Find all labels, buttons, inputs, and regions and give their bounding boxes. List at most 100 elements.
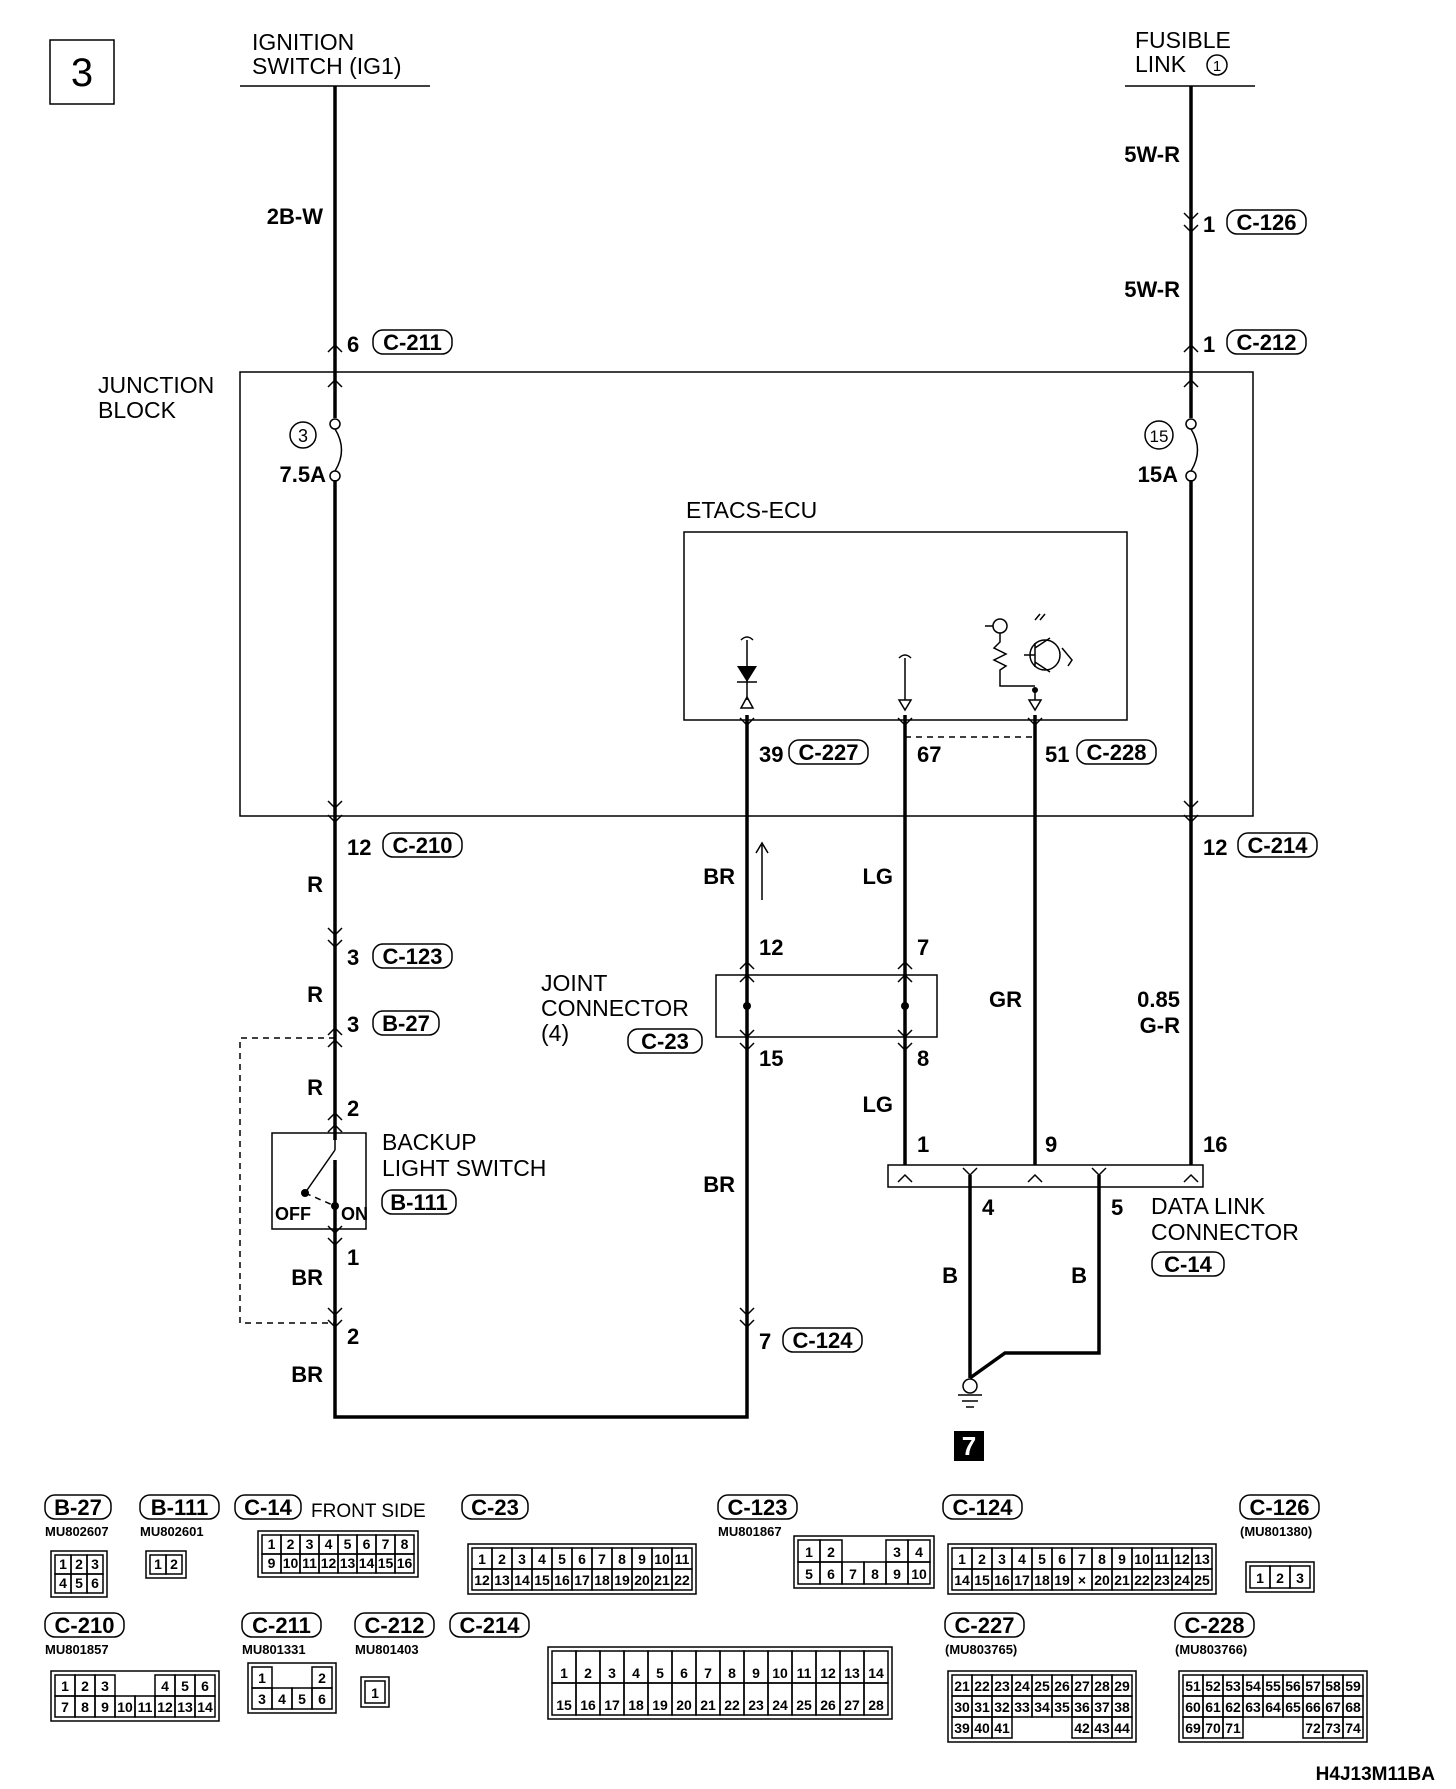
wire-ignition-br-loop xyxy=(333,86,749,1419)
dlc-label-1: DATA LINK xyxy=(1151,1193,1266,1219)
ground-input-icon xyxy=(897,654,913,712)
page-number: 3 xyxy=(71,51,93,95)
svg-text:40: 40 xyxy=(974,1720,990,1736)
chevron-icon xyxy=(327,1319,343,1329)
svg-text:11: 11 xyxy=(138,1699,153,1715)
svg-text:C-214: C-214 xyxy=(1248,833,1309,858)
fuse-15-num: 15 xyxy=(1150,427,1169,446)
fusible-label-2: LINK xyxy=(1135,51,1187,77)
svg-text:23: 23 xyxy=(748,1697,764,1713)
svg-text:14: 14 xyxy=(954,1572,970,1588)
chevron-icon xyxy=(327,800,343,810)
svg-text:3: 3 xyxy=(893,1544,901,1560)
chevron-icon xyxy=(327,1237,343,1247)
junction-block-label-1: JUNCTION xyxy=(98,372,214,398)
svg-text:16: 16 xyxy=(580,1697,596,1713)
switch-blade xyxy=(304,1133,336,1194)
svg-text:61: 61 xyxy=(1205,1699,1221,1715)
svg-text:5: 5 xyxy=(558,1551,566,1567)
svg-text:53: 53 xyxy=(1225,1678,1241,1694)
dlc-label-2: CONNECTOR xyxy=(1151,1219,1299,1245)
fusible-label-1: FUSIBLE xyxy=(1135,27,1231,53)
svg-text:15: 15 xyxy=(556,1697,572,1713)
diagram-code: H4J13M11BA xyxy=(1316,1764,1436,1784)
svg-text:B-27: B-27 xyxy=(54,1495,102,1520)
pin-label-p1c: 1 xyxy=(347,1245,359,1270)
chevron-icon xyxy=(327,1123,343,1133)
svg-text:21: 21 xyxy=(654,1572,670,1588)
backup-label-2: LIGHT SWITCH xyxy=(382,1155,546,1181)
svg-text:4: 4 xyxy=(1018,1551,1026,1567)
chevron-icon xyxy=(1183,1173,1199,1183)
svg-text:(MU803765): (MU803765) xyxy=(945,1642,1017,1657)
chevron-icon xyxy=(897,1042,913,1052)
connector-tag-c124: C-124 xyxy=(782,1327,863,1353)
svg-text:12: 12 xyxy=(157,1699,173,1715)
svg-text:26: 26 xyxy=(820,1697,836,1713)
svg-text:C-211: C-211 xyxy=(383,330,442,355)
pin-label-d1: 1 xyxy=(917,1132,929,1157)
svg-text:25: 25 xyxy=(1034,1678,1050,1694)
wire-label-br2: BR xyxy=(291,1362,323,1387)
ground-badge xyxy=(954,1431,984,1461)
ground-number: 7 xyxy=(962,1431,976,1461)
svg-text:3: 3 xyxy=(306,1536,314,1552)
chevron-icon xyxy=(1183,814,1199,824)
svg-text:7: 7 xyxy=(61,1699,69,1715)
wire-label-r3: R xyxy=(307,1075,323,1100)
svg-text:6: 6 xyxy=(578,1551,586,1567)
svg-text:73: 73 xyxy=(1325,1720,1341,1736)
svg-text:51: 51 xyxy=(1185,1678,1201,1694)
svg-text:6: 6 xyxy=(363,1536,371,1552)
connector-tag-c210: C-210 xyxy=(382,832,463,858)
current-arrow xyxy=(755,841,769,900)
fusible-num: 1 xyxy=(1213,58,1221,75)
svg-text:60: 60 xyxy=(1185,1699,1201,1715)
svg-text:C-210: C-210 xyxy=(55,1613,115,1638)
svg-text:1: 1 xyxy=(1256,1570,1264,1586)
svg-text:10: 10 xyxy=(283,1555,299,1571)
svg-text:9: 9 xyxy=(893,1566,901,1582)
svg-text:34: 34 xyxy=(1034,1699,1050,1715)
svg-text:12: 12 xyxy=(820,1665,836,1681)
svg-text:56: 56 xyxy=(1285,1678,1301,1694)
svg-text:16: 16 xyxy=(994,1572,1010,1588)
svg-text:11: 11 xyxy=(797,1665,812,1681)
chevron-icon xyxy=(327,1026,343,1036)
fusible-num-circle xyxy=(1206,54,1228,76)
chevron-icon xyxy=(1183,224,1199,234)
svg-text:6: 6 xyxy=(91,1575,99,1591)
svg-text:1: 1 xyxy=(805,1544,813,1560)
chevron-icon xyxy=(897,960,913,970)
junction-block-box xyxy=(239,371,1254,817)
svg-text:8: 8 xyxy=(728,1665,736,1681)
svg-text:23: 23 xyxy=(994,1678,1010,1694)
pin-label-p2a: 2 xyxy=(347,1096,359,1121)
svg-text:74: 74 xyxy=(1345,1720,1361,1736)
wire-label-lg1: LG xyxy=(862,864,893,889)
svg-text:11: 11 xyxy=(675,1551,690,1567)
svg-text:14: 14 xyxy=(359,1555,375,1571)
junction-block-label-2: BLOCK xyxy=(98,397,177,423)
chevron-icon xyxy=(897,1173,913,1183)
page-number-box xyxy=(49,39,115,105)
pin-label-p7j: 7 xyxy=(917,935,929,960)
svg-text:10: 10 xyxy=(911,1566,927,1582)
ecu-box xyxy=(683,531,1128,721)
svg-text:59: 59 xyxy=(1345,1678,1361,1694)
svg-text:25: 25 xyxy=(1194,1572,1210,1588)
svg-text:3: 3 xyxy=(91,1556,99,1572)
svg-text:3: 3 xyxy=(998,1551,1006,1567)
svg-text:21: 21 xyxy=(954,1678,970,1694)
svg-text:28: 28 xyxy=(868,1697,884,1713)
svg-text:2: 2 xyxy=(287,1536,295,1552)
backup-switch-box xyxy=(271,1132,367,1230)
connector-tag-c211: C-211 xyxy=(372,329,453,355)
chevron-icon xyxy=(897,973,913,983)
svg-text:8: 8 xyxy=(1098,1551,1106,1567)
pin-label-p3a: 3 xyxy=(347,945,359,970)
